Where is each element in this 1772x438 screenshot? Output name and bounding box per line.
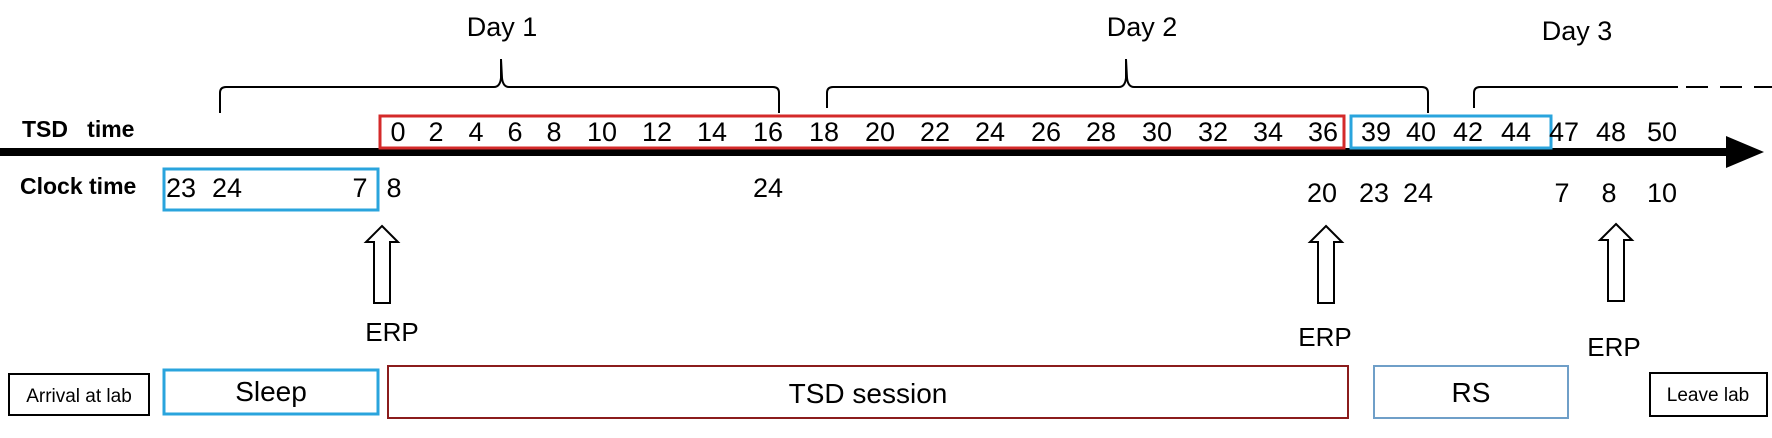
day-1-label: Day 1 (467, 12, 538, 42)
erp-label-1: ERP (365, 317, 418, 347)
phase-leave-box (1649, 372, 1768, 417)
phase-arrival-box (8, 373, 150, 416)
day-3-brace (1473, 86, 1678, 108)
phase-tsd-session-label: TSD session (789, 378, 948, 409)
tsd-tick: 50 (1647, 117, 1677, 147)
phase-arrival: Arrival at lab (8, 373, 150, 416)
tsd-tick: 20 (865, 117, 895, 147)
phase-arrival-label: Arrival at lab (26, 386, 132, 407)
erp-arrow-1 (363, 224, 401, 304)
tsd-tick: 12 (642, 117, 672, 147)
tsd-tick: 32 (1198, 117, 1228, 147)
phase-sleep-label: Sleep (235, 376, 307, 407)
tsd-tick: 14 (697, 117, 727, 147)
day-2-brace (826, 58, 1429, 113)
tsd-time-label: TSD time (22, 116, 134, 142)
phase-rs-box (1373, 365, 1569, 419)
clock-tick: 10 (1647, 178, 1677, 208)
erp-label-3: ERP (1587, 332, 1640, 362)
erp-arrow-2 (1307, 224, 1345, 304)
tsd-tick: 39 (1361, 117, 1391, 147)
tsd-tick: 40 (1406, 117, 1436, 147)
phase-tsd-session-box (387, 365, 1349, 419)
clock-time-label: Clock time (20, 173, 136, 199)
tsd-tick: 22 (920, 117, 950, 147)
clock-tick: 8 (1601, 178, 1616, 208)
clock-tick-labels: 23 24 7 8 24 20 23 24 7 8 10 (166, 173, 1677, 208)
day-3-label: Day 3 (1542, 16, 1613, 46)
phase-leave-label: Leave lab (1667, 385, 1749, 406)
tsd-tick: 4 (468, 117, 483, 147)
clock-tick: 24 (212, 173, 242, 203)
tsd-tick: 6 (507, 117, 522, 147)
timeline-axis (0, 148, 1728, 156)
sleep-clock-box (162, 167, 380, 212)
tsd-tick: 36 (1308, 117, 1338, 147)
tsd-tick: 44 (1501, 117, 1531, 147)
tsd-tick: 10 (587, 117, 617, 147)
clock-tick: 23 (166, 173, 196, 203)
clock-tick: 7 (352, 173, 367, 203)
recovery-range-box (1349, 114, 1553, 150)
phase-sleep-box (162, 368, 380, 416)
tsd-tick: 30 (1142, 117, 1172, 147)
clock-tick: 20 (1307, 178, 1337, 208)
erp-arrow-3 (1597, 222, 1635, 302)
tsd-tick: 47 (1549, 117, 1579, 147)
tsd-tick-labels: 0 2 4 6 8 10 12 14 16 18 20 22 24 26 28 … (390, 117, 1677, 147)
tsd-tick: 2 (428, 117, 443, 147)
tsd-tick: 16 (753, 117, 783, 147)
clock-tick: 24 (1403, 178, 1433, 208)
tsd-tick: 42 (1453, 117, 1483, 147)
phase-rs-label: RS (1452, 377, 1491, 408)
timeline-arrowhead (1726, 136, 1764, 168)
clock-tick: 8 (386, 173, 401, 203)
phase-tsd-session: TSD session (387, 365, 1349, 419)
clock-tick: 24 (753, 173, 783, 203)
tsd-tick: 48 (1596, 117, 1626, 147)
tsd-tick: 0 (390, 117, 405, 147)
tsd-range-box (378, 114, 1346, 150)
day-2-label: Day 2 (1107, 12, 1178, 42)
day-1-brace (219, 58, 780, 113)
tsd-tick: 28 (1086, 117, 1116, 147)
clock-tick: 7 (1554, 178, 1569, 208)
phase-leave: Leave lab (1649, 372, 1768, 417)
tsd-tick: 24 (975, 117, 1005, 147)
erp-label-2: ERP (1298, 322, 1351, 352)
tsd-tick: 34 (1253, 117, 1283, 147)
phase-sleep: Sleep (162, 368, 380, 416)
tsd-tick: 26 (1031, 117, 1061, 147)
clock-tick: 23 (1359, 178, 1389, 208)
tsd-tick: 8 (546, 117, 561, 147)
tsd-tick: 18 (809, 117, 839, 147)
phase-rs: RS (1373, 365, 1569, 419)
